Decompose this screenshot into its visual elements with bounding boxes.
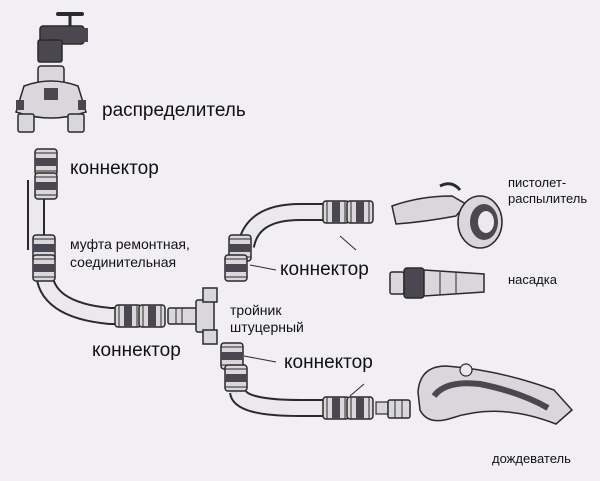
label-connector-top: коннектор <box>70 158 159 179</box>
repair-coupling-icon <box>32 234 56 282</box>
faucet-icon <box>37 12 88 63</box>
label-spray-gun-line1: пистолет- <box>508 175 567 190</box>
upper-right-hose-icon <box>224 200 374 282</box>
label-distributor: распределитель <box>102 100 246 121</box>
connector-top-icon <box>34 148 58 200</box>
lower-right-hose-icon <box>220 342 389 420</box>
nozzle-icon <box>389 267 485 299</box>
label-spray-gun-line2: распылитель <box>508 191 588 206</box>
pointer-lines <box>243 235 365 397</box>
connector-mid-left-icon <box>114 304 166 328</box>
label-tee-line1: тройник <box>230 302 282 318</box>
label-connector-right-top: коннектор <box>280 259 369 280</box>
label-connector-right-bottom: коннектор <box>284 352 373 373</box>
tee-fitting-icon <box>167 287 218 345</box>
spray-gun-icon <box>391 182 503 249</box>
distributor-icon <box>15 65 87 133</box>
threaded-adapter-icon <box>387 399 411 419</box>
sprinkler-icon <box>417 363 574 425</box>
label-nozzle: насадка <box>508 272 557 287</box>
label-sprinkler: дождеватель <box>492 451 571 466</box>
label-connector-mid-left: коннектор <box>92 340 181 361</box>
label-coupling-line2: соединительная <box>70 254 177 270</box>
label-tee-line2: штуцерный <box>230 319 304 335</box>
label-coupling-line1: муфта ремонтная, <box>70 236 190 252</box>
